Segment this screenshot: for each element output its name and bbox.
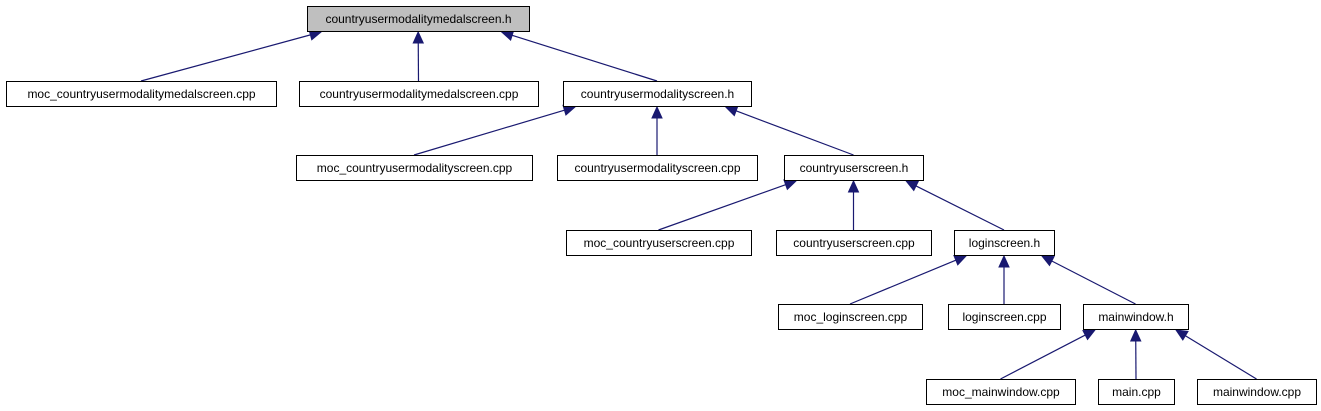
nodes-layer: countryusermodalitymedalscreen.h moc_coun…	[6, 6, 1317, 405]
node-label: moc_mainwindow.cpp	[942, 385, 1060, 399]
arrowhead	[847, 179, 860, 193]
edge-line	[413, 109, 565, 156]
node-label: countryusermodalityscreen.cpp	[574, 161, 740, 175]
edge-moc-mw-to-mw-h	[1000, 329, 1097, 380]
node-box	[1098, 379, 1175, 405]
edge-mw-cpp-to-mw-h	[1174, 329, 1257, 380]
arrowhead	[1040, 255, 1055, 267]
node-box	[557, 155, 758, 181]
arrowhead	[953, 255, 968, 266]
node-box	[1083, 304, 1189, 330]
arrowhead	[783, 179, 798, 191]
edge-login-cpp-to-login-h	[998, 254, 1010, 304]
graph-node-mw-h[interactable]: mainwindow.h	[1083, 304, 1189, 330]
node-box	[948, 304, 1061, 330]
edge-line	[1185, 335, 1257, 380]
node-label: moc_countryuserscreen.cpp	[584, 236, 735, 250]
node-label: loginscreen.cpp	[962, 310, 1046, 324]
node-box	[926, 379, 1076, 405]
graph-node-main-cpp[interactable]: main.cpp	[1098, 379, 1175, 405]
edge-mw-h-to-login-h	[1040, 255, 1136, 305]
edge-moc-cus-to-cus-h	[658, 179, 798, 231]
edge-line	[1000, 334, 1086, 380]
graph-node-root[interactable]: countryusermodalitymedalscreen.h	[307, 6, 530, 32]
arrowhead	[724, 105, 739, 117]
graph-node-moc-cums[interactable]: moc_countryusermodalityscreen.cpp	[296, 155, 533, 181]
node-label: moc_countryusermodalitymedalscreen.cpp	[27, 87, 255, 101]
arrowhead	[998, 254, 1010, 268]
node-box	[778, 304, 923, 330]
edge-cums-h-to-root	[500, 29, 658, 82]
graph-node-moc-login[interactable]: moc_loginscreen.cpp	[778, 304, 923, 330]
graph-node-mw-cpp[interactable]: mainwindow.cpp	[1197, 379, 1317, 405]
edge-cumms-cpp-to-root	[412, 30, 425, 82]
arrowhead	[412, 30, 425, 44]
graph-node-cums-h[interactable]: countryusermodalityscreen.h	[563, 81, 752, 107]
node-label: countryusermodalitymedalscreen.cpp	[320, 87, 519, 101]
edge-moc-cums-to-cums-h	[413, 104, 577, 156]
node-label: countryusermodalitymedalscreen.h	[325, 12, 511, 26]
node-box	[6, 81, 277, 107]
node-label: countryuserscreen.cpp	[793, 236, 915, 250]
edges-layer	[140, 29, 1257, 380]
edge-moc-login-to-login-h	[849, 255, 968, 305]
node-label: loginscreen.h	[969, 236, 1040, 250]
graph-node-moc-mw[interactable]: moc_mainwindow.cpp	[926, 379, 1076, 405]
node-box	[1197, 379, 1317, 405]
node-label: mainwindow.cpp	[1213, 385, 1301, 399]
node-box	[566, 230, 752, 256]
graph-node-cumms-cpp[interactable]: countryusermodalitymedalscreen.cpp	[299, 81, 539, 107]
edge-line	[735, 110, 854, 156]
graph-node-login-h[interactable]: loginscreen.h	[954, 230, 1055, 256]
node-box	[784, 155, 924, 181]
edge-moc-cumms-to-root	[140, 29, 323, 82]
node-box	[776, 230, 932, 256]
node-box	[307, 6, 530, 32]
edge-line	[915, 185, 1005, 231]
node-label: moc_countryusermodalityscreen.cpp	[317, 161, 513, 175]
arrowhead	[1082, 329, 1097, 341]
arrowhead	[1174, 329, 1189, 341]
edge-line	[140, 34, 311, 82]
node-box	[299, 81, 539, 107]
edge-line	[849, 259, 957, 305]
node-label: countryuserscreen.h	[800, 161, 909, 175]
arrowhead	[1129, 328, 1142, 342]
node-label: countryusermodalityscreen.h	[581, 87, 734, 101]
edge-cus-cpp-to-cus-h	[847, 179, 860, 230]
graph-node-cus-h[interactable]: countryuserscreen.h	[784, 155, 924, 181]
arrowhead	[651, 105, 663, 119]
graph-node-login-cpp[interactable]: loginscreen.cpp	[948, 304, 1061, 330]
graph-node-moc-cus[interactable]: moc_countryuserscreen.cpp	[566, 230, 752, 256]
edge-cums-cpp-to-cums-h	[651, 105, 663, 155]
node-label: mainwindow.h	[1098, 310, 1173, 324]
node-label: main.cpp	[1112, 385, 1161, 399]
node-box	[954, 230, 1055, 256]
graph-node-moc-cumms[interactable]: moc_countryusermodalitymedalscreen.cpp	[6, 81, 277, 107]
node-label: moc_loginscreen.cpp	[794, 310, 908, 324]
edge-cus-h-to-cums-h	[724, 105, 854, 156]
edge-line	[658, 184, 786, 231]
graph-node-cus-cpp[interactable]: countryuserscreen.cpp	[776, 230, 932, 256]
edge-line	[511, 34, 658, 82]
edge-line	[1051, 260, 1136, 305]
node-box	[296, 155, 533, 181]
edge-login-h-to-cus-h	[905, 180, 1005, 231]
node-box	[563, 81, 752, 107]
graph-node-cums-cpp[interactable]: countryusermodalityscreen.cpp	[557, 155, 758, 181]
edge-main-cpp-to-mw-h	[1129, 328, 1142, 380]
arrowhead	[905, 180, 920, 192]
